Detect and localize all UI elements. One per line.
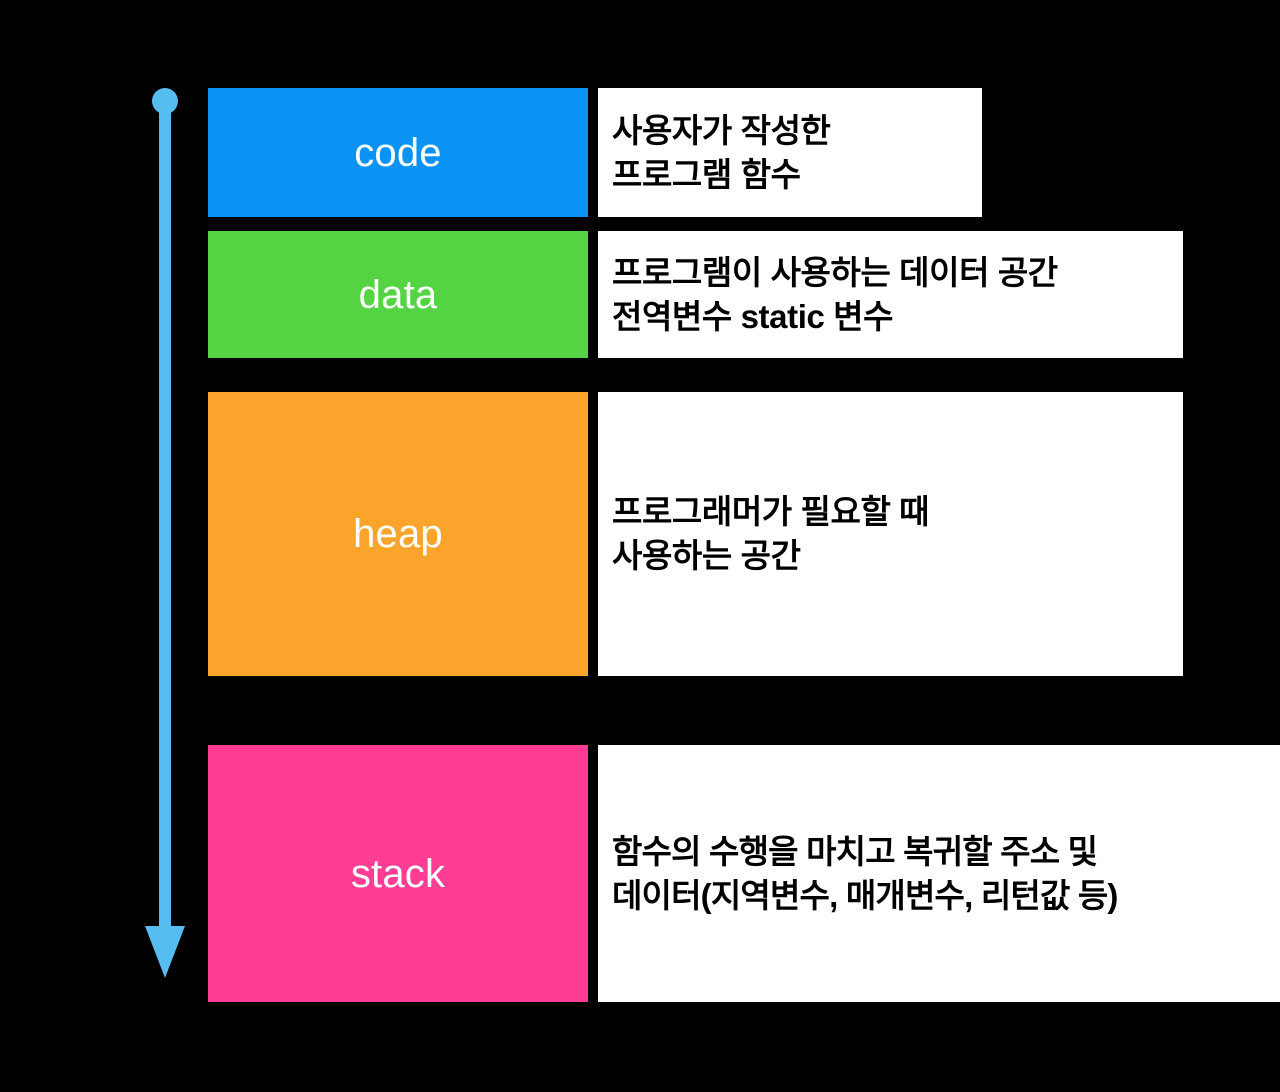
description-box-data: 프로그램이 사용하는 데이터 공간 전역변수 static 변수 [598, 231, 1183, 358]
description-code-line-2: 프로그램 함수 [612, 155, 801, 193]
description-data-line-1: 프로그램이 사용하는 데이터 공간 [612, 253, 1058, 291]
memory-segment-stack-label: stack [350, 851, 446, 896]
memory-segment-heap-label: heap [353, 512, 443, 556]
description-heap-line-2: 사용하는 공간 [612, 537, 801, 574]
arrow-stem [159, 100, 171, 940]
description-stack-line-2: 데이터(지역변수, 매개변수, 리턴값 등) [612, 876, 1118, 914]
memory-segment-heap: heap [208, 392, 588, 676]
description-stack-line-1: 함수의 수행을 마치고 복귀할 주소 및 [612, 832, 1098, 870]
memory-direction-arrow [138, 88, 190, 978]
description-data-line-2: 전역변수 static 변수 [612, 297, 894, 335]
description-code-line-1: 사용자가 작성한 [612, 111, 831, 149]
memory-segment-code: code [208, 88, 588, 217]
memory-segment-code-label: code [354, 130, 442, 175]
memory-segment-data: data [208, 231, 588, 358]
description-box-code: 사용자가 작성한 프로그램 함수 [598, 88, 982, 217]
arrow-down-head-icon [145, 926, 185, 978]
description-box-stack: 함수의 수행을 마치고 복귀할 주소 및 데이터(지역변수, 매개변수, 리턴값… [598, 745, 1280, 1002]
description-heap-line-1: 프로그래머가 필요할 때 [612, 493, 930, 531]
memory-segment-data-label: data [358, 272, 438, 317]
description-box-heap: 프로그래머가 필요할 때 사용하는 공간 [598, 392, 1183, 676]
memory-segment-stack: stack [208, 745, 588, 1002]
